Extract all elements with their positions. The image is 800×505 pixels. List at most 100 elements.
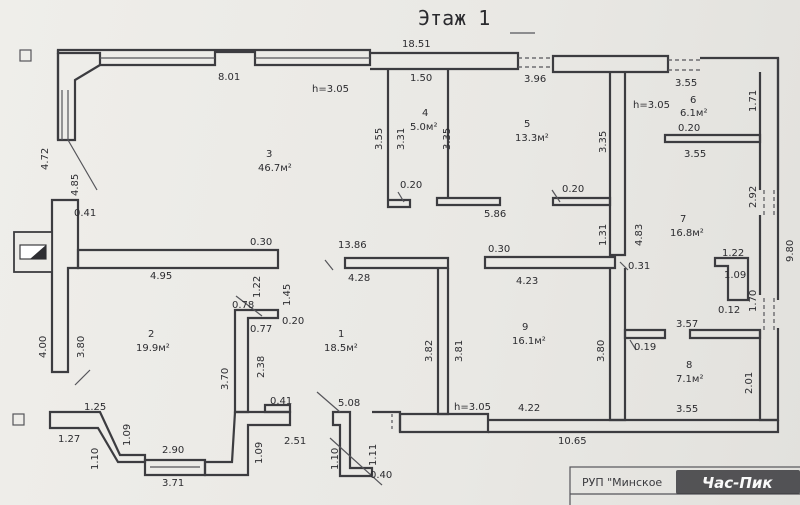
dimension-label: 4.28 bbox=[348, 273, 370, 284]
dimension-label: 13.86 bbox=[338, 240, 367, 251]
dimension-label: 1.45 bbox=[282, 284, 293, 306]
registration-mark-top bbox=[19, 49, 32, 62]
dimension-label: 1.10 bbox=[90, 448, 101, 470]
dimension-label: 5.08 bbox=[338, 398, 360, 409]
room-1-area: 18.5м² bbox=[324, 343, 358, 354]
dimension-label: 18.51 bbox=[402, 39, 431, 50]
dimension-label: 3.80 bbox=[76, 336, 87, 358]
dimension-label: 2.90 bbox=[162, 445, 184, 456]
dimension-label: 3.96 bbox=[524, 74, 546, 85]
room-6-number: 6 bbox=[690, 95, 696, 106]
dimension-label: 1.09 bbox=[254, 442, 265, 464]
dimension-label: 2.92 bbox=[748, 186, 759, 208]
room-8-number: 8 bbox=[686, 360, 692, 371]
ceiling-height: h=3.05 bbox=[454, 402, 491, 413]
dimension-label: 0.20 bbox=[562, 184, 584, 195]
door-marks bbox=[67, 139, 637, 486]
dimension-label: 3.71 bbox=[162, 478, 184, 489]
room-8-area: 7.1м² bbox=[676, 374, 703, 385]
dimension-label: 4.72 bbox=[40, 148, 51, 170]
dimension-label: 2.38 bbox=[256, 356, 267, 378]
outer-walls bbox=[48, 48, 780, 478]
room-7-area: 16.8м² bbox=[670, 228, 704, 239]
dimension-label: 3.55 bbox=[374, 128, 385, 150]
dimension-label: 0.41 bbox=[74, 208, 96, 219]
dimension-label: 3.70 bbox=[220, 368, 231, 390]
dimension-label: 0.30 bbox=[488, 244, 510, 255]
room-9-area: 16.1м² bbox=[512, 336, 546, 347]
ceiling-height: h=3.05 bbox=[633, 100, 670, 111]
room-1-number: 1 bbox=[338, 329, 344, 340]
dimension-label: 4.23 bbox=[516, 276, 538, 287]
dimension-label: 0.41 bbox=[270, 396, 292, 407]
dimension-label: 9.80 bbox=[785, 240, 796, 262]
dimension-label: 0.20 bbox=[678, 123, 700, 134]
dimension-label: 0.12 bbox=[718, 305, 740, 316]
dimension-label: 3.55 bbox=[676, 404, 698, 415]
dimension-label: 10.65 bbox=[558, 436, 587, 447]
room-9-number: 9 bbox=[522, 322, 528, 333]
dimension-label: 3.57 bbox=[676, 319, 698, 330]
dimension-label: 4.95 bbox=[150, 271, 172, 282]
dimension-label: 0.31 bbox=[628, 261, 650, 272]
dimension-label: 2.01 bbox=[744, 372, 755, 394]
dimension-label: 1.70 bbox=[748, 290, 759, 312]
dimension-label: 3.31 bbox=[396, 128, 407, 150]
room-4-number: 4 bbox=[422, 108, 428, 119]
window-markings bbox=[61, 57, 775, 468]
dimension-label: 3.55 bbox=[675, 78, 697, 89]
room-2-area: 19.9м² bbox=[136, 343, 170, 354]
dimension-label: 3.80 bbox=[596, 340, 607, 362]
dimension-label: 3.35 bbox=[442, 128, 453, 150]
ceiling-height: h=3.05 bbox=[312, 84, 349, 95]
height-labels: h=3.05 h=3.05 h=3.05 bbox=[312, 84, 670, 413]
room-3-area: 46.7м² bbox=[258, 163, 292, 174]
dimension-label: 2.51 bbox=[284, 436, 306, 447]
dimension-label: 0.20 bbox=[400, 180, 422, 191]
room-4-area: 5.0м² bbox=[410, 122, 437, 133]
room-2-number: 2 bbox=[148, 329, 154, 340]
stove-element bbox=[13, 231, 53, 273]
interior-walls bbox=[76, 69, 762, 422]
dimension-label: 1.27 bbox=[58, 434, 80, 445]
dimension-label: 1.09 bbox=[724, 270, 746, 281]
dimension-label: 1.50 bbox=[410, 73, 432, 84]
room-5-number: 5 bbox=[524, 119, 530, 130]
dimension-label: 1.22 bbox=[722, 248, 744, 259]
dimension-label: 1.11 bbox=[368, 444, 379, 466]
dimension-label: 0.77 bbox=[250, 324, 272, 335]
registration-mark-bottom bbox=[12, 413, 25, 426]
dimension-label: 5.86 bbox=[484, 209, 506, 220]
dimension-label: 3.82 bbox=[424, 340, 435, 362]
dimension-label: 0.19 bbox=[634, 342, 656, 353]
dimension-label: 1.71 bbox=[748, 90, 759, 112]
dimension-label: 1.09 bbox=[122, 424, 133, 446]
dimension-label: 0.40 bbox=[370, 470, 392, 481]
dimension-label: 3.81 bbox=[454, 340, 465, 362]
dimension-label: 4.83 bbox=[634, 224, 645, 246]
dimension-label: 0.78 bbox=[232, 300, 254, 311]
dimension-label: 8.01 bbox=[218, 72, 240, 83]
room-3-number: 3 bbox=[266, 149, 272, 160]
room-5-area: 13.3м² bbox=[515, 133, 549, 144]
dimension-label: 4.00 bbox=[38, 336, 49, 358]
room-labels: 3 46.7м² 4 5.0м² 5 13.3м² 6 6.1м² 7 16.8… bbox=[136, 95, 707, 385]
dimension-label: 1.25 bbox=[84, 402, 106, 413]
dimension-label: 1.10 bbox=[330, 448, 341, 470]
stamp-text: РУП "Минское bbox=[582, 476, 662, 489]
dimension-label: 1.22 bbox=[252, 276, 263, 298]
room-7-number: 7 bbox=[680, 214, 686, 225]
dimension-label: 4.22 bbox=[518, 403, 540, 414]
dimension-label: 1.31 bbox=[598, 224, 609, 246]
watermark-text: Час-Пик bbox=[702, 474, 773, 492]
dimension-labels: 18.51 8.01 1.50 3.96 3.55 4.72 4.85 0.41… bbox=[38, 39, 796, 489]
dimension-label: 3.35 bbox=[598, 131, 609, 153]
room-6-area: 6.1м² bbox=[680, 108, 707, 119]
watermark: Час-Пик bbox=[676, 470, 800, 494]
dimension-label: 3.55 bbox=[684, 149, 706, 160]
dimension-label: 4.85 bbox=[70, 174, 81, 196]
dimension-label: 0.20 bbox=[282, 316, 304, 327]
floor-title: Этаж 1 bbox=[418, 6, 490, 30]
